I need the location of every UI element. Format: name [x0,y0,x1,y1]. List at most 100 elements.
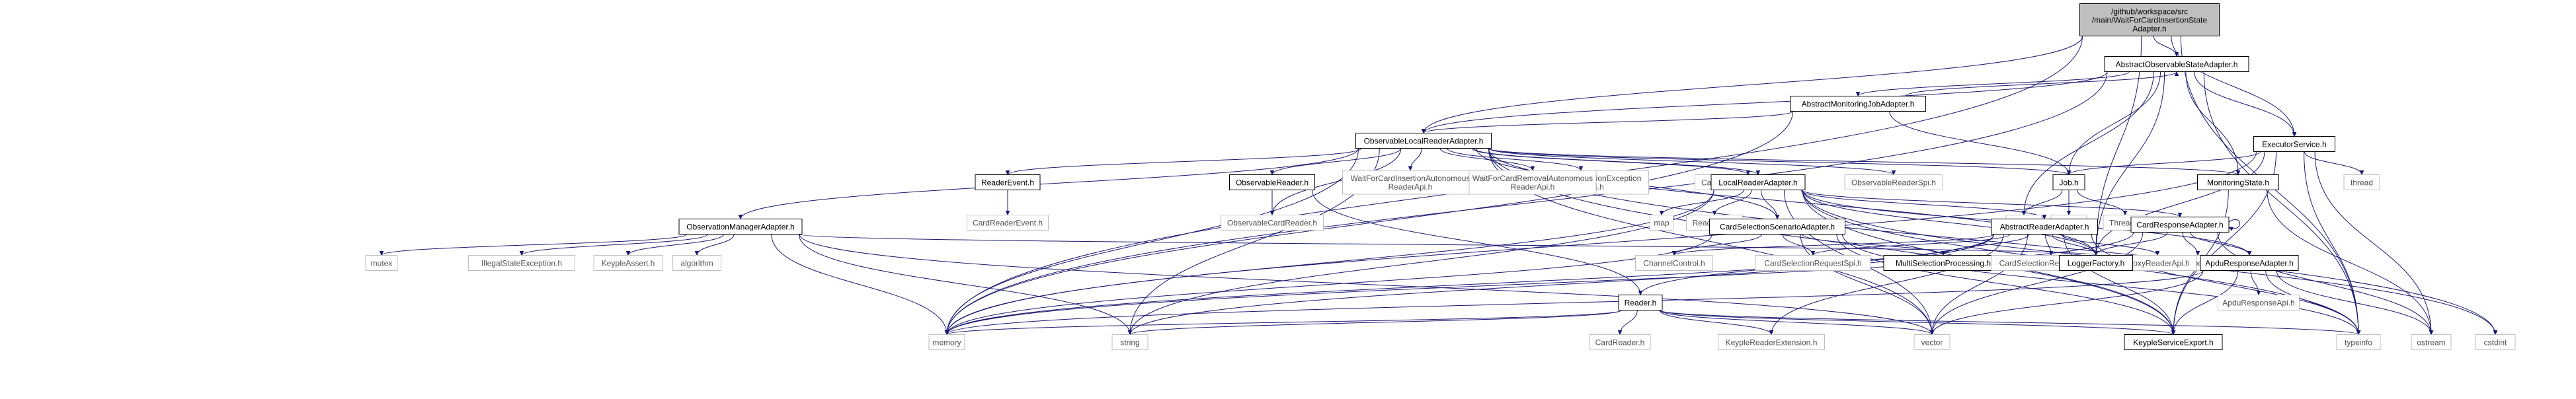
edge-olra-to-lra [1473,148,1758,175]
node-cra[interactable]: CardResponseAdapter.h [2130,217,2230,233]
node-oreader[interactable]: ObservableReader.h [1229,174,1315,190]
edge-reader-to-vector [1659,310,1932,335]
edge-ara2-to-kse [2173,270,2239,335]
edge-olra-to-revent [1008,148,1362,175]
edge-amja-to-aosa [1905,72,2177,96]
node-root[interactable]: /github/workspace/src/main/WaitForCardIn… [2079,3,2220,36]
node-typeinfo: typeinfo [2336,334,2381,350]
node-box [2253,136,2335,152]
node-label: WaitForCardInsertionAutonomous [1351,174,1470,183]
edge-root-to-aosa [2153,36,2177,57]
node-aosa[interactable]: AbstractObservableStateAdapter.h [2104,56,2249,72]
edge-cra-to-ara2 [2190,232,2249,256]
node-label: ObservationManagerAdapter.h [686,223,794,232]
node-oma[interactable]: ObservationManagerAdapter.h [678,219,803,235]
node-box [1913,334,1951,350]
node-cstdint: cstdint [2475,334,2516,350]
node-label: string [1120,338,1139,347]
node-label: vector [1921,338,1943,347]
edge-cra-to-ostream [2217,232,2431,335]
node-label: ExecutorService.h [2262,140,2326,149]
node-label: CardSelectionScenarioAdapter.h [1720,223,1835,232]
edge-cssa-to-typeinfo [1842,234,2359,335]
edge-ara2-to-araapi [2250,270,2259,295]
node-box [1229,174,1315,190]
node-box [975,174,1041,190]
node-box [1755,255,1871,271]
node-kassert: KeypleAssert.h [593,255,663,271]
node-job[interactable]: Job.h [2052,174,2085,190]
node-thread: thread [2343,174,2380,190]
node-label: ReaderApi.h [1389,182,1433,192]
edge-ara2-to-ostream [2276,270,2431,335]
node-monstate[interactable]: MonitoringState.h [2197,174,2279,190]
node-box [672,255,721,271]
node-cssa[interactable]: CardSelectionScenarioAdapter.h [1709,219,1845,235]
edge-oma-to-algo [697,234,735,256]
node-label: ApduResponseAdapter.h [2205,259,2293,268]
edge-oma-to-memory [771,234,947,335]
edge-amja-to-olra [1424,111,1793,133]
node-box [2124,334,2223,350]
node-box [2197,174,2279,190]
node-lra[interactable]: LocalReaderAdapter.h [1711,174,1806,190]
edges-layer [382,36,2495,335]
node-algo: algorithm [672,255,721,271]
node-label: algorithm [680,259,713,268]
node-label: CardReaderEvent.h [973,219,1043,228]
node-box [2411,334,2452,350]
node-chctl: ChannelControl.h [1635,255,1713,271]
node-label: ObservableReaderSpi.h [1851,178,1936,188]
edge-aosa-to-future [2024,71,2154,215]
edge-oma-to-vector [799,234,1932,335]
node-box [2336,334,2381,350]
node-amja[interactable]: AbstractMonitoringJobAdapter.h [1790,96,1926,112]
edge-olra-to-ors [1488,148,1894,175]
edge-exec-to-job [2069,151,2261,175]
node-box [468,255,575,271]
edge-olra-to-ocreader [1272,148,1402,215]
node-box [1844,174,1943,190]
node-label: IllegalStateException.h [481,259,562,268]
node-lfact[interactable]: LoggerFactory.h [2059,255,2133,271]
edge-job-to-future [2024,190,2063,215]
node-ara[interactable]: AbstractReaderAdapter.h [1991,219,2098,235]
edge-olra-to-oma [741,148,1359,219]
node-box [2130,217,2230,233]
edge-amja-to-job [1889,111,2069,175]
edge-oma-to-kassert [628,234,724,256]
edge-ara-to-chctl [1674,234,1994,256]
nodes-layer: /github/workspace/src/main/WaitForCardIn… [365,3,2516,350]
edge-aosa-to-job [2069,71,2161,175]
node-exec[interactable]: ExecutorService.h [2253,136,2335,152]
edge-aosa-to-memory [947,71,2108,335]
edge-root-to-lfact [2096,36,2142,256]
node-revent[interactable]: ReaderEvent.h [975,174,1041,190]
node-box [2079,3,2220,36]
node-kre: KeypleReaderExtension.h [1718,334,1825,350]
node-label: /main/WaitForCardInsertionState [2092,16,2208,25]
node-olra[interactable]: ObservableLocalReaderAdapter.h [1355,133,1492,149]
edge-exec-to-thread [2304,151,2362,175]
node-ocreader: ObservableCardReader.h [1221,215,1324,231]
node-label: KeypleReaderExtension.h [1726,338,1818,347]
node-ara2[interactable]: ApduResponseAdapter.h [2200,255,2299,271]
node-box [1709,219,1845,235]
edge-job-to-threadh [2077,190,2125,215]
edge-olra-to-job [1488,148,2070,175]
edge-reader-to-typeinfo [1659,310,2358,335]
node-label: ReaderApi.h [1511,182,1555,192]
edge-aosa-to-lfact [2096,71,2165,256]
edge-lra-to-cssa [1760,190,1777,219]
node-reader[interactable]: Reader.h [1618,295,1663,310]
edge-lra-to-map [1662,190,1744,215]
node-box [1355,133,1492,149]
node-label: ObservableCardReader.h [1227,219,1317,228]
edge-reader-to-kre [1659,310,1771,335]
node-box [2200,255,2299,271]
node-kse[interactable]: KeypleServiceExport.h [2124,334,2223,350]
node-msp[interactable]: MultiSelectionProcessing.h [1883,255,2003,271]
edge-root-to-olra [1424,36,2083,133]
